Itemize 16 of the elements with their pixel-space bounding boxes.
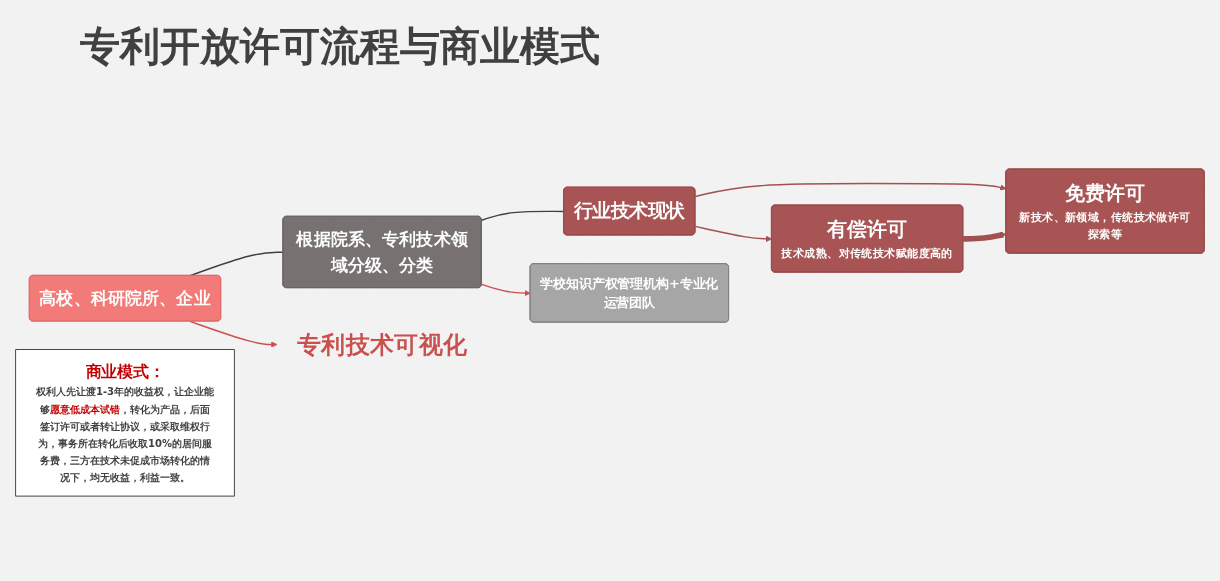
arrow (694, 182, 1007, 198)
arrow (189, 320, 278, 348)
license-box: 有偿许可 技术成熟、对传统技术赋能度高的 (771, 204, 964, 273)
arrow (694, 225, 773, 242)
arrow (481, 283, 531, 297)
process-box: 根据院系、专利技术领域分级、分类 (282, 215, 482, 289)
process-box: 高校、科研院所、企业 (28, 275, 222, 322)
block-arrow (963, 231, 1007, 242)
highlight-text: 专利技术可视化 (297, 329, 468, 359)
license-box: 免费许可 新技术、新领域，传统技术做许可探索等 (1005, 168, 1205, 254)
connector-line (189, 251, 284, 277)
process-box: 学校知识产权管理机构+专业化运营团队 (529, 263, 729, 323)
process-box: 行业技术现状 (563, 186, 696, 236)
note-box: 商业模式： 权利人先让渡1-3年的收益权，让企业能够愿意低成本试错，转化为产品，后面签订许可或者转让协议，或采取维权行为，事务所在转化后收取10%的居间服务费，三方在技术未促成市场转化的情况下，均无收益，利益一致。 (15, 349, 235, 497)
connector-line (481, 210, 565, 221)
title: 专利开放许可流程与商业模式 (80, 22, 600, 70)
